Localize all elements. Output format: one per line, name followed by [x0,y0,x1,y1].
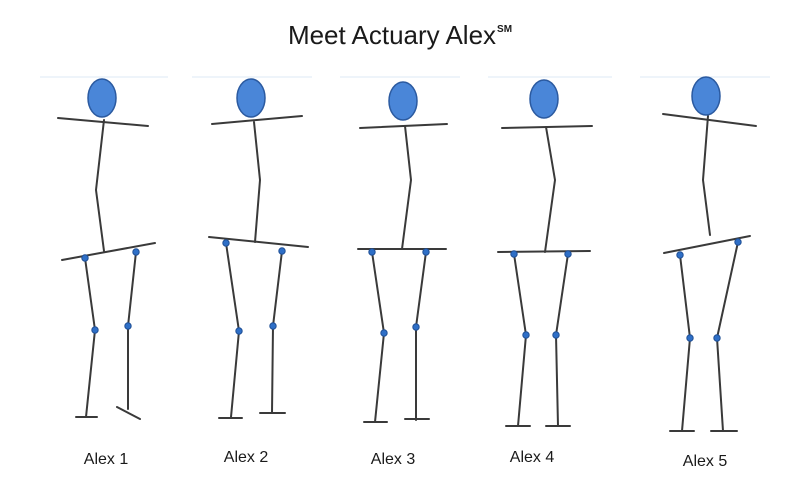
arms-line [662,113,757,127]
knee-joint [552,331,560,339]
spine-line [701,115,711,236]
hip-joint [734,238,742,246]
title-text: Meet Actuary Alex [287,20,497,50]
hip-joint [81,254,89,262]
head [388,81,418,121]
right-leg [127,251,137,410]
hip-joint [676,251,684,259]
stick-figure-5 [662,76,757,432]
arms-line [359,123,448,129]
right-leg [415,251,427,421]
hip-joint [510,250,518,258]
hip-line [208,236,309,248]
right-leg [554,253,569,427]
diagram-title: Meet Actuary AlexSM [0,20,800,51]
knee-joint [412,323,420,331]
knee-joint [269,322,277,330]
figure-label-4: Alex 4 [509,449,555,466]
knee-joint [235,327,243,335]
right-foot [116,406,141,420]
head [529,79,559,119]
left-leg [371,251,386,423]
head [236,78,266,118]
right-leg [271,250,283,414]
figure-label-3: Alex 3 [370,451,416,468]
knee-joint [522,331,530,339]
knee-joint [713,334,721,342]
hip-joint [222,239,230,247]
spine-line [94,119,105,252]
spine-line [544,126,557,253]
knee-joint [686,334,694,342]
knee-joint [380,329,388,337]
figure-label-2: Alex 2 [223,449,269,466]
figure-label-5: Alex 5 [682,453,728,470]
knee-joint [91,326,99,334]
stick-figure-1 [57,78,156,420]
knee-joint [124,322,132,330]
hip-joint [564,250,572,258]
stick-figure-4 [497,79,593,427]
spine-line [253,121,262,243]
hip-joint [278,247,286,255]
hip-joint [368,248,376,256]
arms-line [211,115,303,125]
head [87,78,117,118]
head [691,76,721,116]
spine-line [401,125,413,250]
left-leg [513,253,528,427]
service-mark: SM [497,24,513,35]
left-leg [679,254,692,432]
stick-figure-3 [357,81,448,423]
hip-joint [132,248,140,256]
hip-line [663,235,751,254]
left-leg [84,257,97,418]
hip-joint [422,248,430,256]
stick-figure-2 [208,78,309,419]
hip-line [61,242,156,261]
figure-label-1: Alex 1 [83,451,129,468]
